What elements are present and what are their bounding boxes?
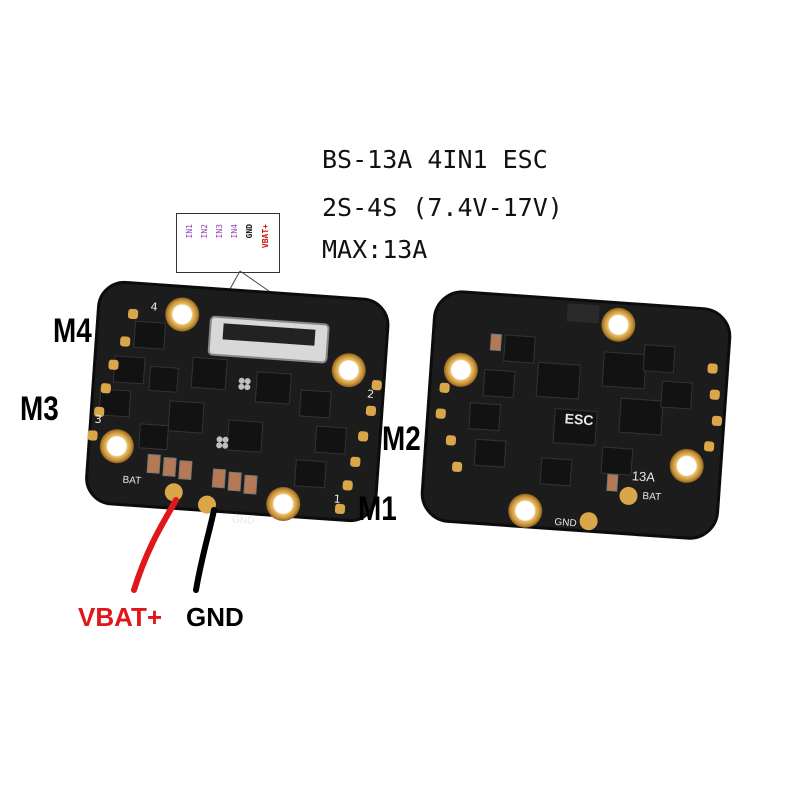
mount-hole (508, 493, 543, 528)
mount-hole (669, 448, 704, 483)
smd-parts (216, 377, 251, 449)
motor-pads (435, 363, 723, 473)
front-esc-board: BAT GND 2 1 3 4 (85, 280, 390, 527)
wire-label-gnd: GND (186, 602, 244, 632)
battery-pad-positive (164, 483, 183, 502)
mount-hole (99, 429, 134, 464)
mount-hole (331, 353, 366, 388)
wire-label-vbat: VBAT+ (78, 602, 163, 632)
motor-pads (87, 308, 382, 515)
silk-bat-front: BAT (122, 475, 141, 487)
silk-gnd-front: GND (232, 514, 255, 527)
motor-label-m1: M1 (358, 490, 397, 528)
mount-hole (266, 486, 301, 521)
motor-label-m2: M2 (382, 420, 421, 458)
silk-13a: 13A (631, 468, 655, 485)
motor-label-m4: M4 (53, 312, 92, 350)
mount-hole (443, 352, 478, 387)
back-esc-board: ESC 13A BAT GND (420, 290, 732, 540)
capacitors (489, 333, 619, 492)
battery-pad-ground (579, 512, 598, 531)
spec-voltage: 2S-4S (7.4V-17V) (322, 193, 563, 222)
silk-bat-back: BAT (642, 491, 661, 503)
mount-hole (165, 297, 200, 332)
mount-hole (601, 307, 636, 342)
silk-pad-2: 2 (367, 388, 375, 401)
silk-esc: ESC (564, 410, 594, 428)
gnd-wire (193, 507, 217, 593)
spec-title: BS-13A 4IN1 ESC (322, 145, 548, 174)
battery-pad-positive (619, 486, 638, 505)
silk-gnd-back: GND (554, 517, 577, 530)
spec-max-current: MAX:13A (322, 235, 428, 264)
silk-pad-3: 3 (94, 413, 102, 426)
motor-label-m3: M3 (20, 390, 59, 428)
vbat-wire (131, 497, 179, 593)
mosfet-chips (98, 320, 348, 489)
mosfet-chips (468, 334, 694, 487)
silk-pad-4: 4 (150, 300, 158, 313)
silk-pad-1: 1 (333, 492, 341, 505)
capacitors (146, 453, 258, 495)
connector-pinout-box: IN1 IN2 IN3 IN4 GND VBAT+ (176, 213, 280, 273)
regulator-chip (566, 303, 600, 324)
